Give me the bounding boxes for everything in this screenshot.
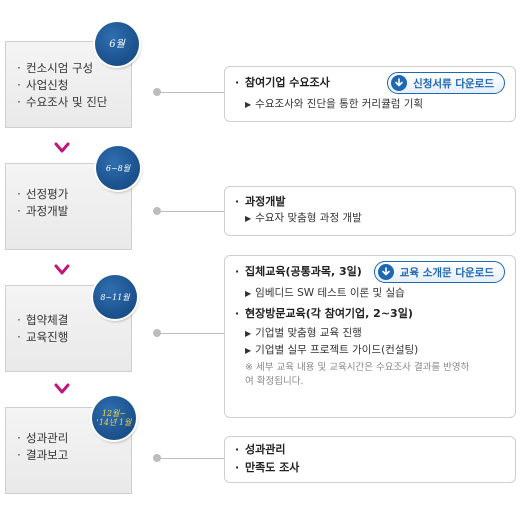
stage-4-item: 결과보고 (12, 447, 131, 464)
stage-1-badge: 6월 (95, 22, 139, 66)
down-arrow-icon (54, 142, 70, 153)
panel-title: 성과관리 (235, 442, 505, 458)
stage-1-item: 수요조사 및 진단 (12, 94, 131, 111)
download-button-label: 신청서류 다운로드 (413, 77, 494, 90)
stage-3-item: 협약체결 (12, 312, 131, 329)
panel-title: 참여기업 수요조사 (235, 75, 330, 91)
application-download-button[interactable]: 신청서류 다운로드 (387, 72, 505, 94)
stage-4-item: 성과관리 (12, 430, 131, 447)
stage-3-item: 교육진행 (12, 329, 131, 346)
connector-line (161, 92, 224, 93)
panel-title: 과정개발 (235, 194, 505, 210)
down-arrow-icon (54, 383, 70, 394)
panel-title: 만족도 조사 (235, 460, 505, 476)
stage-2-item: 선정평가 (12, 186, 131, 203)
panel-demand-survey: 참여기업 수요조사 신청서류 다운로드 수요조사와 진단을 통한 커리큘럼 기획 (224, 66, 516, 122)
connector-line (161, 211, 224, 212)
stage-2-item: 과정개발 (12, 203, 131, 220)
connector-dot (153, 329, 161, 337)
connector-dot (153, 88, 161, 96)
connector-line (161, 458, 224, 459)
panel-note: ※ 세부 교육 내용 및 교육시간은 수요조사 결과를 반영하여 확정됩니다. (245, 362, 470, 387)
stage-3-box: 협약체결 교육진행 (5, 285, 132, 372)
download-icon (391, 75, 408, 91)
panel-item: 수요조사와 진단을 통한 커리큘럼 기획 (235, 96, 505, 113)
panel-item: 수요자 맞춤형 과정 개발 (235, 210, 505, 227)
stage-3-badge: 8~11월 (93, 275, 137, 319)
panel-course-development: 과정개발 수요자 맞춤형 과정 개발 (224, 186, 516, 236)
panel-item: 임베디드 SW 테스트 이론 및 실습 (235, 285, 505, 302)
connector-dot (153, 207, 161, 215)
connector-line (161, 333, 224, 334)
download-icon (377, 264, 394, 280)
course-intro-download-button[interactable]: 교육 소개문 다운로드 (373, 261, 505, 283)
panel-item: 기업별 실무 프로젝트 가이드(컨설팅) (235, 342, 505, 359)
download-button-label: 교육 소개문 다운로드 (399, 266, 494, 279)
panel-subtitle: 현장방문교육(각 참여기업, 2~3일) (235, 306, 505, 322)
panel-title: 집체교육(공통과목, 3일) (235, 264, 362, 280)
panel-performance: 성과관리 만족도 조사 (224, 436, 516, 483)
stage-4-badge: 12월~ '14년 1월 (92, 396, 136, 440)
stage-1-item: 컨소시엄 구성 (12, 60, 131, 77)
panel-education: 집체교육(공통과목, 3일) 교육 소개문 다운로드 임베디드 SW 테스트 이… (224, 255, 516, 418)
down-arrow-icon (54, 264, 70, 275)
stage-1-item: 사업신청 (12, 77, 131, 94)
stage-2-badge: 6~8월 (96, 146, 140, 190)
connector-dot (153, 454, 161, 462)
panel-item: 기업별 맞춤형 교육 진행 (235, 325, 505, 342)
